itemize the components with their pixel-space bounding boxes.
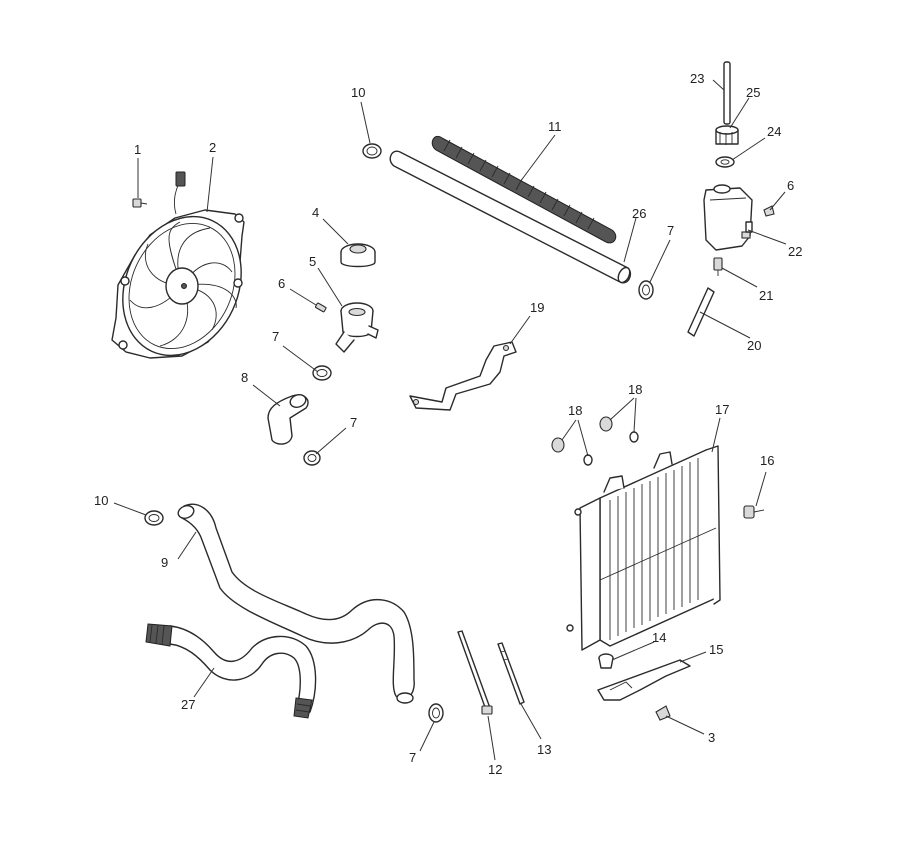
callout-labels: 1 2 3 4 5 6 6 7 7 7 7 8 9 10 10 11 12 13… [94,71,802,777]
callout-5: 5 [309,254,316,269]
callout-26: 26 [632,206,646,221]
callout-16: 16 [760,453,774,468]
callout-7-tube: 7 [667,223,674,238]
grommet-set-left [551,437,593,466]
callout-4: 4 [312,205,319,220]
callout-7-neck: 7 [272,329,279,344]
straight-coolant-tube [389,150,632,284]
fan-mount-screw [132,198,148,208]
grommet-set-right [599,416,639,443]
callout-6-neck: 6 [278,276,285,291]
callout-8: 8 [241,370,248,385]
mounting-bracket [409,341,517,411]
callout-19: 19 [530,300,544,315]
hose-clamp-tube [638,280,654,300]
hose-clamp-upper [362,143,382,159]
long-bolt [457,630,493,715]
hose-clamp-elbow [303,450,321,466]
callout-1: 1 [134,142,141,157]
callout-17: 17 [715,402,729,417]
overflow-vent-tube [723,61,731,125]
radiator-core [566,445,721,651]
callout-18-left: 18 [568,403,582,418]
callout-6-tank: 6 [787,178,794,193]
cooling-fan-assembly [111,171,245,359]
tank-outlet-fitting [713,257,723,276]
callout-11: 11 [548,119,562,134]
push-fastener [655,705,671,721]
callout-25: 25 [746,85,760,100]
hose-clamp-lower [144,510,164,526]
radiator-grommet [598,653,614,669]
hose-clamp-neck [312,365,332,381]
mounting-stud [497,642,525,705]
lower-radiator-hose [177,503,415,704]
hose-clamp-bottom [428,703,444,723]
callout-21: 21 [759,288,773,303]
callout-12: 12 [488,762,502,777]
coolant-overflow-tank [703,184,753,251]
elbow-hose-short [267,394,309,445]
callout-13: 13 [537,742,551,757]
callout-7-elbow: 7 [350,415,357,430]
callout-23: 23 [690,71,704,86]
callout-7-bottom: 7 [409,750,416,765]
overflow-cap-gasket [715,156,735,168]
leader-lines [113,79,787,761]
corrugated-lower-hose [145,623,317,719]
callout-3: 3 [708,730,715,745]
hose-fitting-small [314,302,327,313]
callout-9: 9 [161,555,168,570]
callout-27: 27 [181,697,195,712]
overflow-tank-cap [715,125,739,145]
callout-14: 14 [652,630,666,645]
callout-15: 15 [709,642,723,657]
callout-10-upper: 10 [351,85,365,100]
radiator-bolt [743,505,765,519]
callout-20: 20 [747,338,761,353]
callout-10-lower: 10 [94,493,108,508]
callout-24: 24 [767,124,781,139]
filler-neck [335,302,379,353]
callout-18-right: 18 [628,382,642,397]
callout-2: 2 [209,140,216,155]
callout-22: 22 [788,244,802,259]
radiator-cap [340,243,376,268]
